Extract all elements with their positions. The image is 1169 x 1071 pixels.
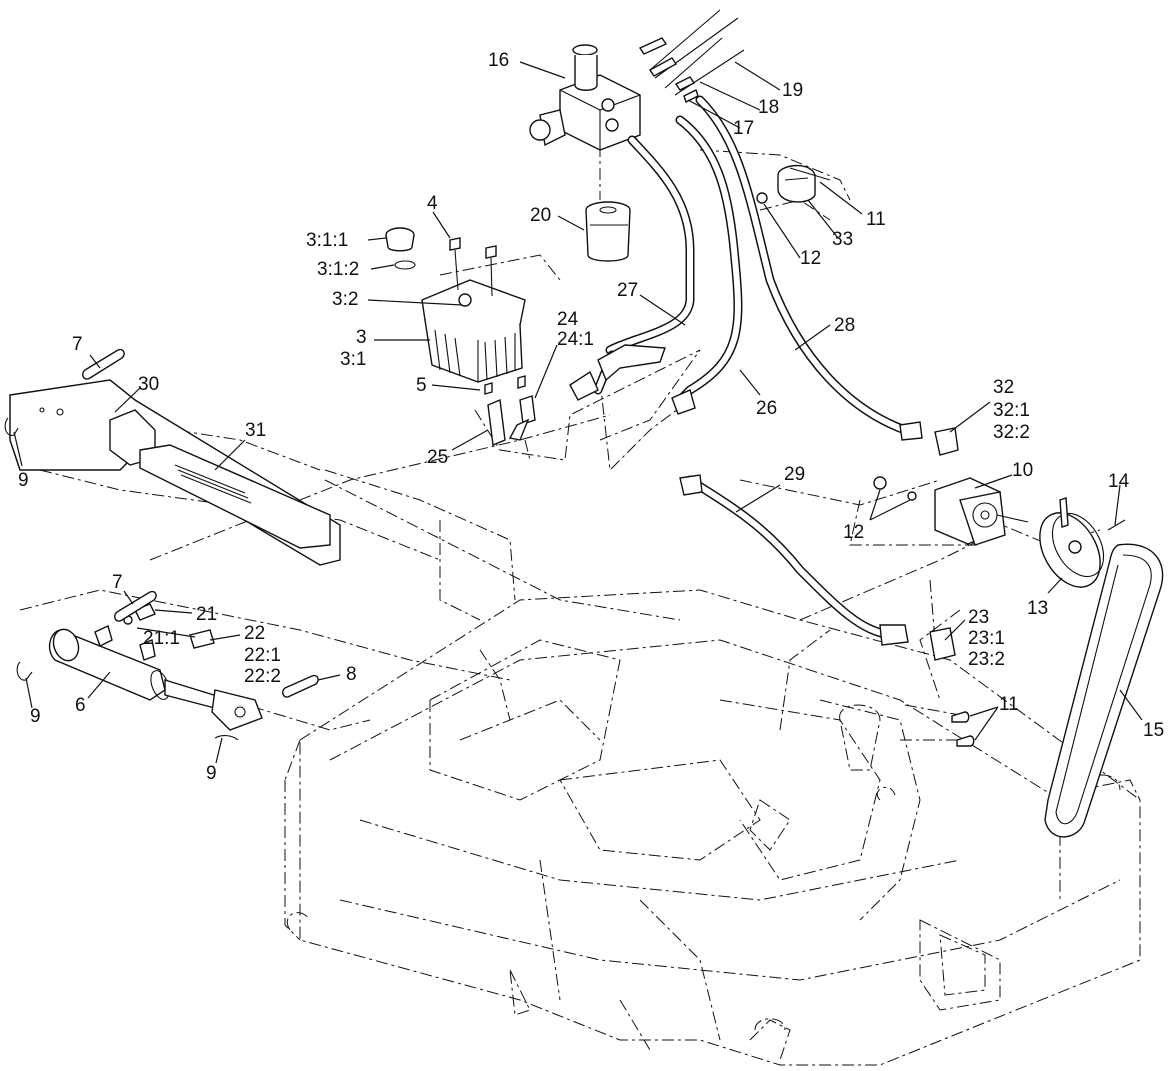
label-24-1: 24:1 xyxy=(557,329,594,350)
label-32-1: 32:1 xyxy=(993,400,1030,421)
label-14: 14 xyxy=(1108,471,1130,492)
label-20: 20 xyxy=(530,205,552,226)
label-22: 22 xyxy=(244,623,266,644)
label-12-lower: 12 xyxy=(843,522,865,543)
label-11-lower: 11 xyxy=(999,694,1019,715)
label-4: 4 xyxy=(427,193,438,214)
label-31: 31 xyxy=(245,420,267,441)
label-9-lower: 9 xyxy=(206,763,217,784)
label-21: 21 xyxy=(196,604,218,625)
label-8: 8 xyxy=(346,664,357,685)
label-15: 15 xyxy=(1143,720,1165,741)
label-3-1-1: 3:1:1 xyxy=(306,230,349,251)
fittings-24-25 xyxy=(487,395,536,447)
part-8-pin xyxy=(282,674,319,698)
hydraulic-hoses xyxy=(569,95,959,661)
part-3-reservoir xyxy=(385,227,526,395)
part-13-pulley xyxy=(1039,497,1126,588)
label-6: 6 xyxy=(75,695,86,716)
label-3-2: 3:2 xyxy=(332,289,359,310)
label-30: 30 xyxy=(138,374,160,395)
parts-17-18-19-bolts xyxy=(638,9,745,103)
label-18: 18 xyxy=(758,97,780,118)
label-28: 28 xyxy=(834,315,856,336)
label-26: 26 xyxy=(756,398,778,419)
label-24: 24 xyxy=(557,309,579,330)
chassis-frame-phantom xyxy=(284,589,1141,1066)
label-33: 33 xyxy=(832,229,854,250)
part-7-pin-top xyxy=(82,348,125,380)
label-22-1: 22:1 xyxy=(244,645,281,666)
label-7-upper: 7 xyxy=(72,334,83,355)
label-3: 3 xyxy=(356,327,367,348)
part-20-oil-filter xyxy=(585,201,631,262)
label-19: 19 xyxy=(782,80,804,101)
label-22-2: 22:2 xyxy=(244,666,281,687)
part-33-clamp xyxy=(756,164,831,204)
label-9-upper: 9 xyxy=(18,470,29,491)
label-12-upper: 12 xyxy=(800,248,822,269)
label-23: 23 xyxy=(968,607,990,628)
parts-21-22-fittings xyxy=(123,603,215,649)
label-13: 13 xyxy=(1027,598,1049,619)
leader-lines xyxy=(13,61,1143,764)
label-11-upper: 11 xyxy=(866,209,886,230)
label-3-1-2: 3:1:2 xyxy=(317,259,360,280)
part-7-pin-lower xyxy=(114,590,157,622)
label-17: 17 xyxy=(733,118,755,139)
part-6-cylinder xyxy=(48,625,263,731)
label-3-1: 3:1 xyxy=(340,349,367,370)
label-27: 27 xyxy=(617,280,639,301)
part-31-plate xyxy=(139,444,331,549)
label-7-lower: 7 xyxy=(112,572,123,593)
label-9-left: 9 xyxy=(30,706,41,727)
label-10: 10 xyxy=(1012,460,1034,481)
label-25: 25 xyxy=(427,447,449,468)
label-23-2: 23:2 xyxy=(968,649,1005,670)
part-11-bolts-lower xyxy=(951,711,975,747)
label-29: 29 xyxy=(784,464,806,485)
label-32-2: 32:2 xyxy=(993,422,1030,443)
label-23-1: 23:1 xyxy=(968,628,1005,649)
label-5: 5 xyxy=(416,375,427,396)
part-10-pump xyxy=(873,476,1029,546)
label-21-1: 21:1 xyxy=(143,628,180,649)
part-15-belt xyxy=(1044,543,1164,838)
label-16: 16 xyxy=(488,50,510,71)
label-32: 32 xyxy=(993,377,1015,398)
part-16-control-valve xyxy=(529,44,641,151)
